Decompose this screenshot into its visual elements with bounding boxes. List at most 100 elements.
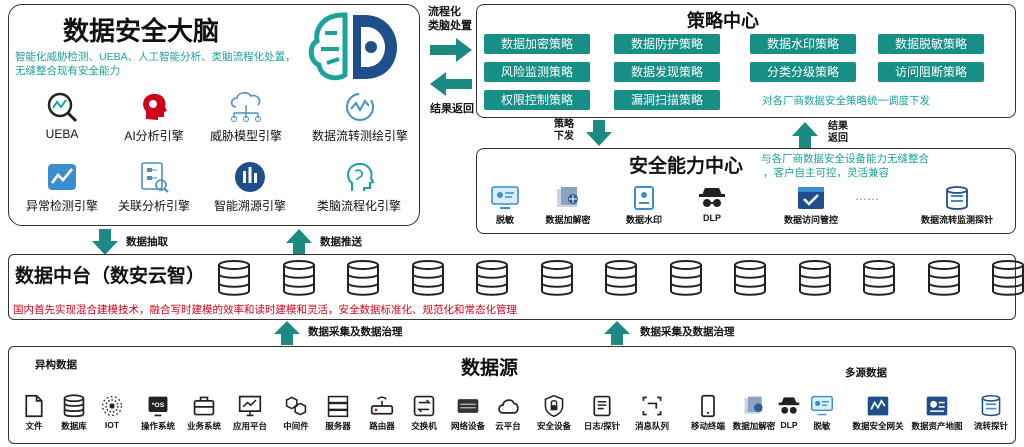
queue-icon	[642, 396, 662, 416]
desensitize-icon	[811, 395, 833, 416]
database-cylinder-icon	[474, 260, 510, 296]
probe-icon	[946, 186, 968, 210]
arrow-label-to-strategy-l2: 类脑处置	[428, 20, 472, 32]
capability-note-l2: ，客户自主可控，灵活兼容	[763, 167, 889, 179]
data-source-item: 文件	[14, 394, 54, 432]
shield-lock-icon	[544, 394, 564, 418]
threat-network-icon	[230, 92, 261, 122]
strategy-item[interactable]: 风险监测策略	[484, 62, 590, 82]
data-source-item: IOT	[92, 394, 132, 430]
engine-ai: AI分析引擎	[109, 91, 199, 144]
data-source-label: 数据安全网关	[852, 421, 904, 431]
cap-dlp: DLP	[677, 185, 747, 223]
desensitize-icon	[491, 186, 519, 209]
data-source-item: 数据安全网关	[848, 394, 908, 432]
database-cylinder-icon	[861, 260, 897, 296]
network-device-icon	[457, 399, 479, 413]
middleware-icon	[285, 396, 307, 416]
strategy-item[interactable]: 数据脱敏策略	[878, 34, 984, 54]
brain-panel: 数据安全大脑 智能化威胁检测、UEBA、人工智能分析、类脑流程化处置， 无缝整合…	[8, 4, 420, 226]
ai-head-icon	[143, 93, 167, 120]
access-control-icon	[798, 187, 824, 209]
data-source-item: 数据库	[54, 394, 94, 432]
data-source-item: 路由器	[362, 394, 402, 432]
database-cylinder-icon	[732, 260, 768, 296]
data-source-label: 流转探针	[973, 421, 1008, 431]
router-icon	[370, 396, 394, 415]
right-arrow-icon	[430, 38, 472, 62]
file-icon	[25, 394, 43, 418]
brain-desc-line2: 无缝整合现有安全能力	[15, 65, 120, 77]
database-cylinder-icon	[216, 260, 252, 296]
data-source-label: 服务器	[325, 421, 351, 431]
database-cylinder-icon	[797, 260, 833, 296]
database-cylinder-icon	[926, 260, 962, 296]
arrow-label-data-extract: 数据抽取	[126, 236, 168, 248]
cap-label: 数据流转监测探针	[920, 215, 993, 225]
source-multi-label: 多源数据	[845, 367, 887, 379]
brain-title: 数据安全大脑	[63, 16, 220, 46]
cloud-icon	[498, 399, 519, 414]
arrow-label-result-back: 结果返回	[430, 103, 474, 115]
engine-label: 关联分析引擎	[117, 199, 190, 213]
engine-label: 数据流转测绘引擎	[311, 129, 408, 143]
data-source-label: DLP	[780, 420, 798, 430]
database-cylinder-icon	[345, 260, 381, 296]
strategy-item[interactable]: 权限控制策略	[484, 90, 590, 110]
strategy-item[interactable]: 数据加密策略	[484, 34, 590, 54]
data-source-item: 云平台	[488, 394, 528, 432]
iot-icon	[101, 395, 123, 417]
data-source-label: 业务系统	[186, 421, 221, 431]
arrow-label-strategy-down-l1: 策略	[554, 119, 574, 130]
data-source-label: 移动终端	[690, 421, 725, 431]
cap-label: DLP	[703, 213, 721, 223]
middle-title: 数据中台（数安云智）	[15, 266, 206, 287]
source-title: 数据源	[461, 358, 519, 379]
data-source-item: 消息队列	[626, 394, 678, 432]
up-arrow-icon	[792, 122, 818, 148]
engine-dataflow: 数据流转测绘引擎	[305, 91, 415, 144]
strategy-panel: 策略中心	[476, 4, 1016, 118]
data-source-label: 操作系统	[140, 421, 175, 431]
strategy-item[interactable]: 数据防护策略	[614, 34, 720, 54]
data-source-item: 业务系统	[182, 394, 226, 432]
switch-icon	[413, 395, 435, 417]
ueba-icon	[47, 92, 78, 123]
capability-ellipsis: ……	[855, 189, 879, 203]
cap-access: 数据访问管控	[771, 185, 851, 226]
database-cylinder-icon	[668, 260, 704, 296]
data-source-item: 数据加解密	[730, 394, 778, 432]
data-source-item: 交换机	[404, 394, 444, 432]
up-arrow-icon	[274, 321, 300, 345]
down-arrow-icon	[92, 229, 118, 255]
os-icon: *OS	[148, 396, 168, 417]
data-source-label: 安全设备	[536, 421, 571, 431]
strategy-item[interactable]: 漏洞扫描策略	[614, 90, 720, 110]
briefcase-icon	[193, 396, 215, 416]
engine-anomaly: 异常检测引擎	[17, 161, 107, 214]
strategy-item[interactable]: 访问阻断策略	[878, 62, 984, 82]
encrypt-icon	[744, 396, 763, 414]
strategy-item[interactable]: 数据水印策略	[750, 34, 856, 54]
anomaly-chart-icon	[48, 164, 76, 190]
database-cylinder-icon	[990, 260, 1024, 296]
data-source-item: *OS 操作系统	[136, 394, 180, 432]
engine-label: UEBA	[45, 127, 79, 141]
arrow-label-to-strategy-l1: 流程化	[428, 6, 461, 18]
arrow-label-collect-right: 数据采集及数据治理	[640, 326, 735, 338]
data-source-item: 服务器	[318, 394, 358, 432]
data-source-item: 移动终端	[680, 394, 736, 432]
cap-probe: 数据流转监测探针	[907, 185, 1007, 226]
database-cylinder-icon	[281, 260, 317, 296]
capability-note-l1: 与各厂商数据安全设备能力无缝整合	[761, 153, 929, 165]
strategy-item[interactable]: 数据发现策略	[614, 62, 720, 82]
engine-label: 智能溯源引擎	[213, 199, 286, 213]
watermark-icon	[634, 186, 654, 210]
strategy-item[interactable]: 分类分级策略	[750, 62, 856, 82]
cap-label: 脱敏	[495, 215, 514, 225]
strategy-title: 策略中心	[687, 11, 759, 31]
cap-label: 数据加解密	[545, 215, 591, 225]
engine-threat: 威胁模型引擎	[201, 91, 291, 144]
data-source-item: 中间件	[276, 394, 316, 432]
arrow-label-collect-left: 数据采集及数据治理	[308, 326, 403, 338]
